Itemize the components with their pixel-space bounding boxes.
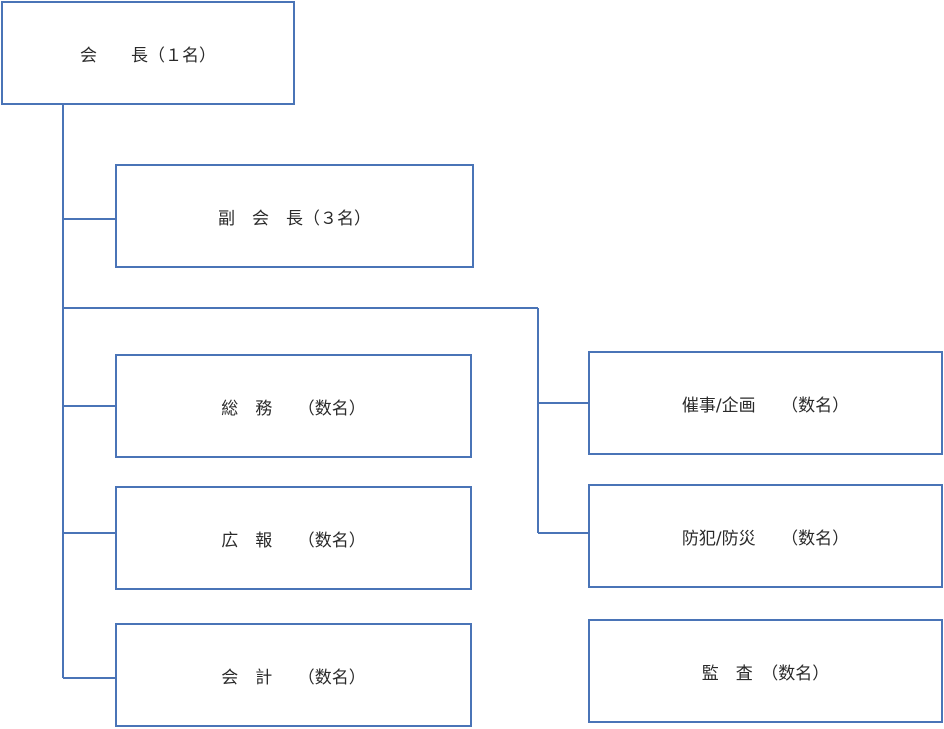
vice-chairman-box: 副 会 長（３名）: [115, 164, 474, 268]
accounting-box: 会 計 （数名）: [115, 623, 472, 727]
accounting-label: 会 計 （数名）: [221, 667, 366, 688]
general-affairs-box: 総 務 （数名）: [115, 354, 472, 458]
chairman-label: 会 長（１名）: [80, 45, 216, 66]
events-planning-box: 催事/企画 （数名）: [588, 351, 943, 455]
general-affairs-label: 総 務 （数名）: [221, 398, 366, 419]
crime-disaster-prevention-box: 防犯/防災 （数名）: [588, 484, 943, 588]
public-relations-box: 広 報 （数名）: [115, 486, 472, 590]
vice-chairman-label: 副 会 長（３名）: [218, 208, 371, 229]
auditor-label: 監 査 （数名）: [701, 663, 830, 684]
auditor-box: 監 査 （数名）: [588, 619, 943, 723]
events-planning-label: 催事/企画 （数名）: [681, 395, 850, 416]
public-relations-label: 広 報 （数名）: [221, 530, 366, 551]
crime-disaster-prevention-label: 防犯/防災 （数名）: [681, 528, 850, 549]
chairman-box: 会 長（１名）: [1, 1, 295, 105]
